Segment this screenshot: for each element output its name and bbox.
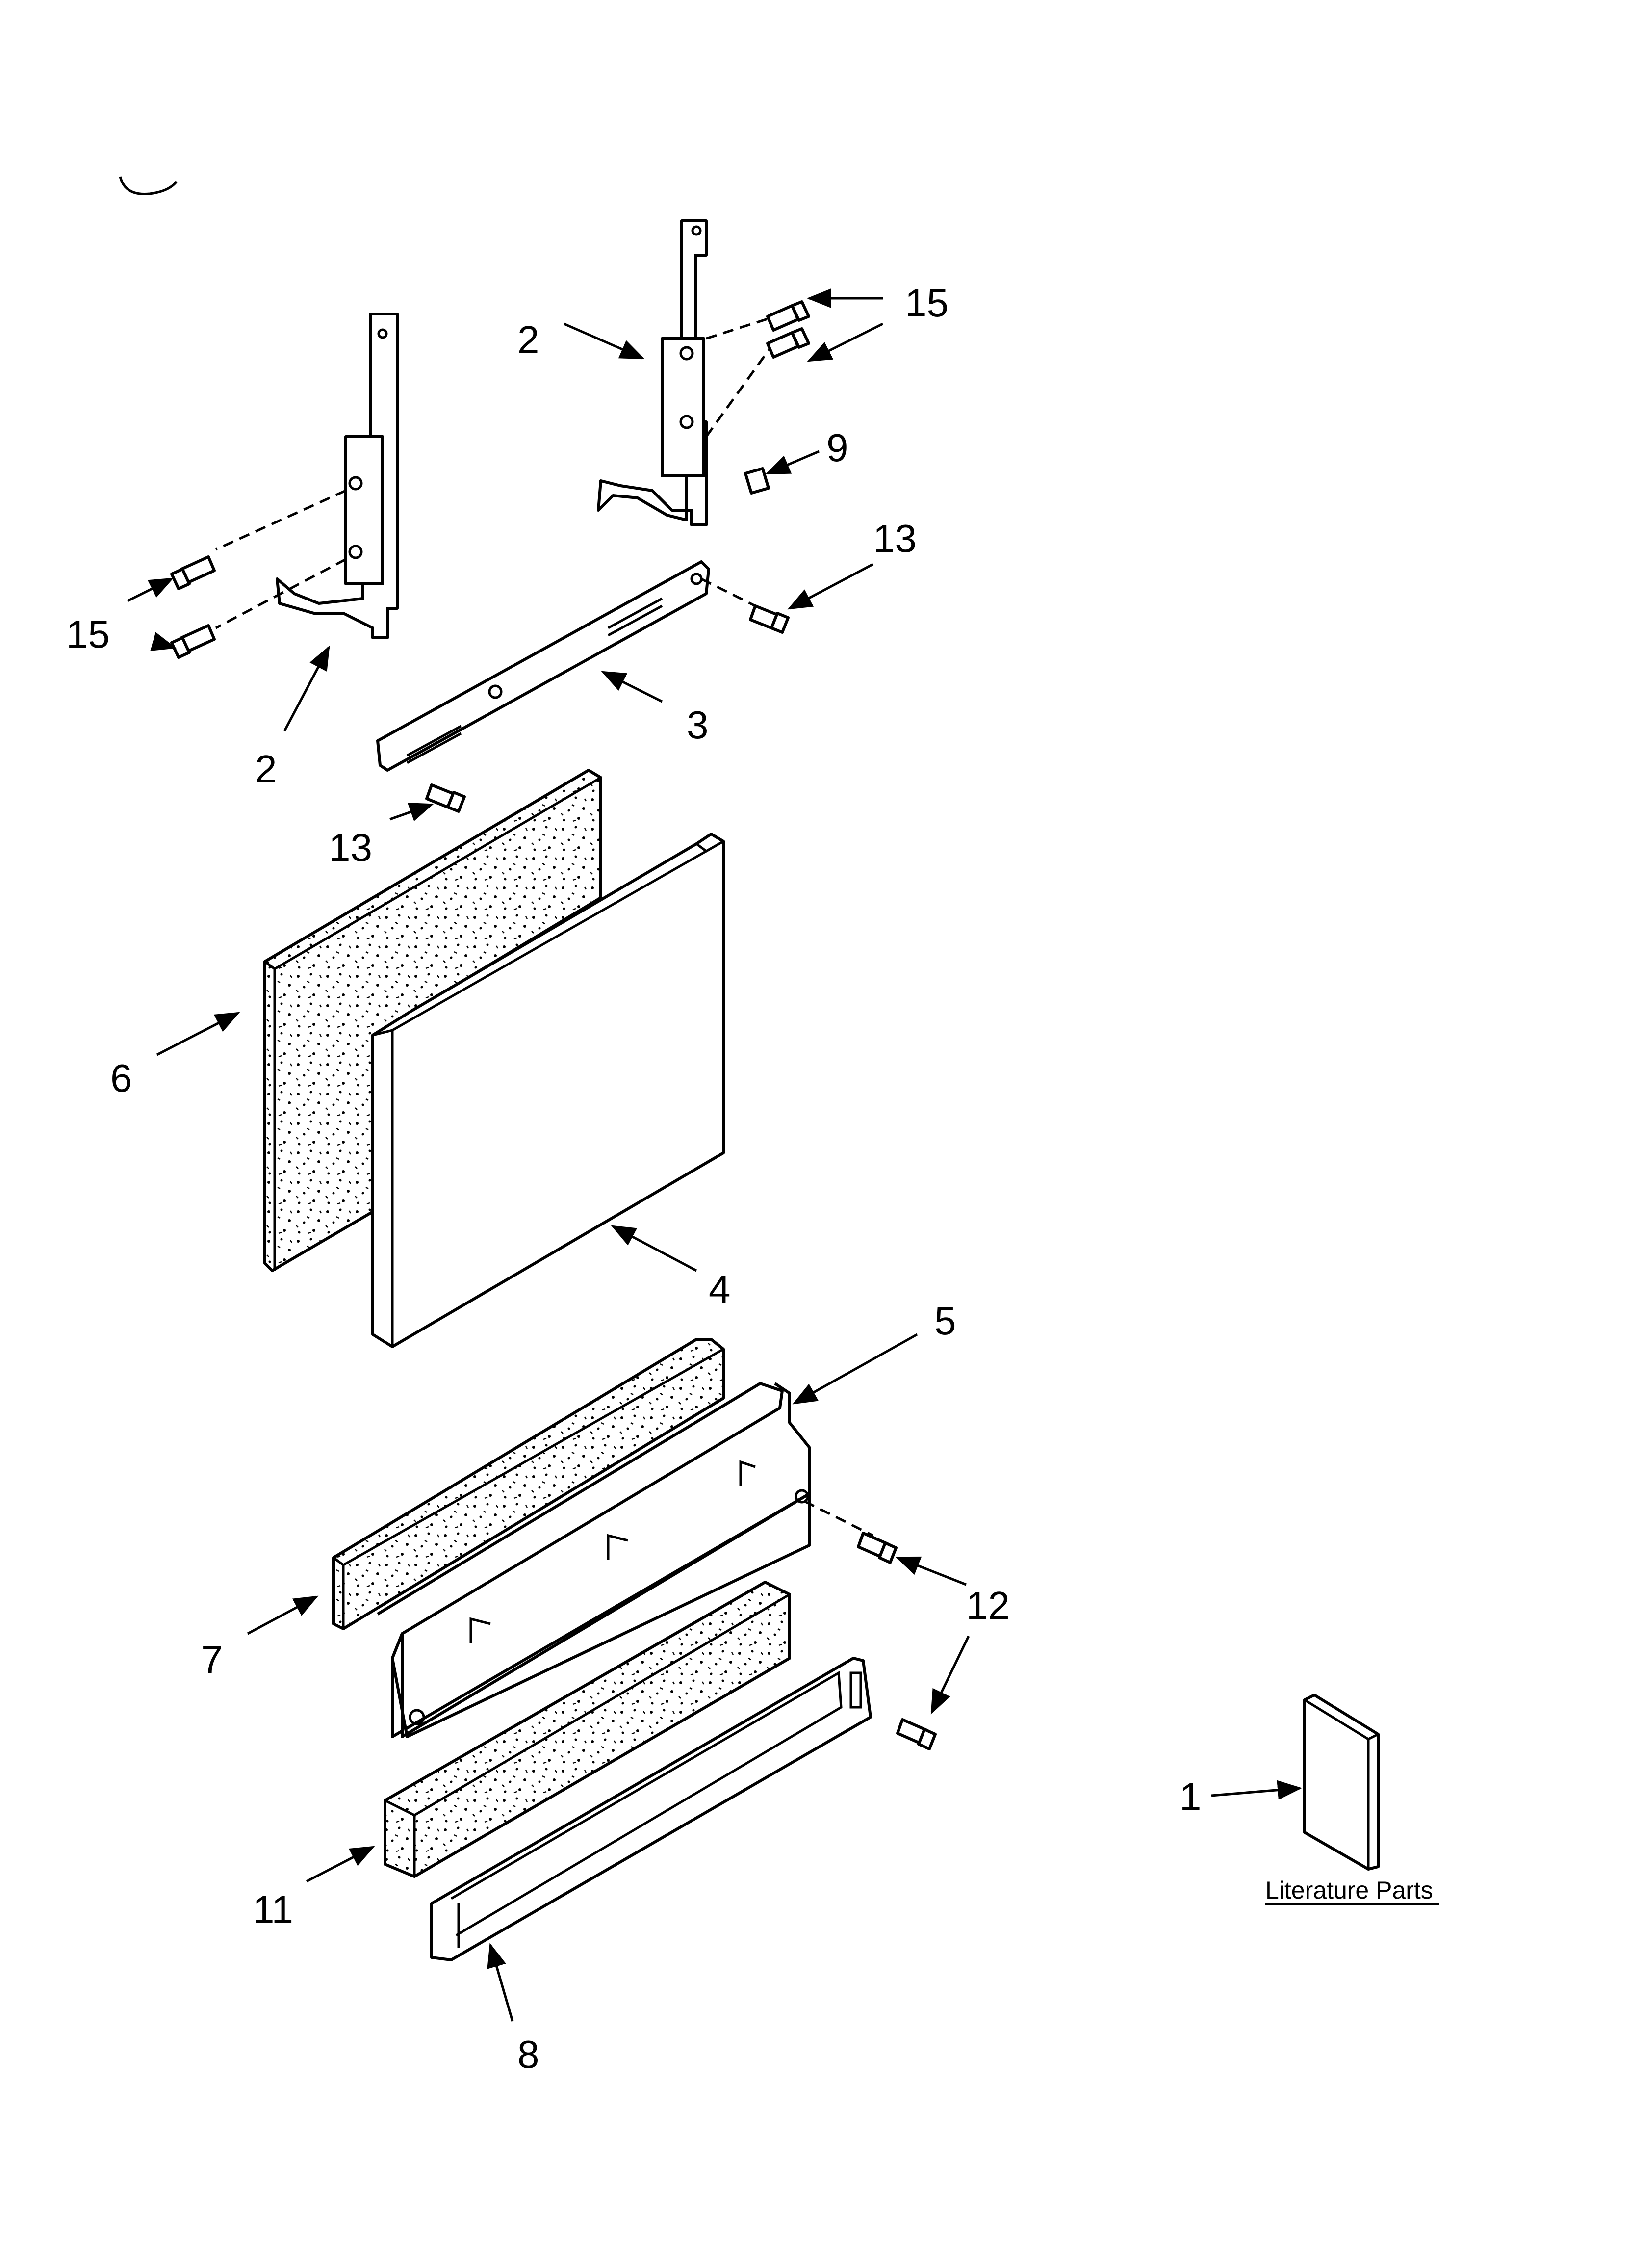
callout-3: 3 xyxy=(687,703,709,747)
toe-plate xyxy=(430,1657,872,1961)
callout-15-upper: 15 xyxy=(905,281,949,325)
dashed-guide xyxy=(215,489,347,551)
callout-9: 9 xyxy=(826,426,848,469)
dashed-guide xyxy=(705,347,771,438)
hinge-bracket-right xyxy=(597,219,708,526)
door-panel xyxy=(371,833,725,1348)
callout-6: 6 xyxy=(110,1056,132,1100)
screw-icon xyxy=(170,624,216,659)
screw-icon xyxy=(896,1718,937,1750)
dashed-guide xyxy=(700,577,761,610)
callout-1: 1 xyxy=(1180,1775,1202,1819)
callout-2-upper: 2 xyxy=(517,318,539,362)
callout-13-lower: 13 xyxy=(329,826,372,869)
callout-12: 12 xyxy=(966,1584,1010,1627)
literature-booklet xyxy=(1303,1694,1380,1871)
screw-icon xyxy=(857,1532,898,1564)
screw-icon xyxy=(749,604,790,634)
callout-8: 8 xyxy=(517,2033,539,2076)
corner-mark xyxy=(119,176,178,196)
callout-2-lower: 2 xyxy=(255,747,277,791)
callout-15-lower: 15 xyxy=(66,612,110,656)
callout-5: 5 xyxy=(934,1299,956,1343)
channel-bracket xyxy=(376,560,710,772)
clip-part xyxy=(744,467,770,495)
dashed-guide xyxy=(803,1500,874,1537)
dashed-guide xyxy=(215,558,347,629)
screw-icon xyxy=(425,783,466,813)
foam-block xyxy=(384,1581,791,1878)
callout-11: 11 xyxy=(253,1888,293,1931)
callout-13-upper: 13 xyxy=(873,517,917,560)
callout-7: 7 xyxy=(201,1638,223,1681)
channel-support xyxy=(377,1382,811,1738)
screw-icon xyxy=(170,555,216,590)
dashed-guide xyxy=(706,317,768,340)
screw-icon xyxy=(766,300,810,332)
literature-parts-label: Literature Parts xyxy=(1265,1877,1433,1904)
insulation-strip xyxy=(332,1338,725,1630)
callout-4: 4 xyxy=(709,1267,731,1311)
leader-lines xyxy=(127,288,1302,2022)
hinge-bracket-left xyxy=(276,313,399,639)
screw-icon xyxy=(766,327,810,359)
